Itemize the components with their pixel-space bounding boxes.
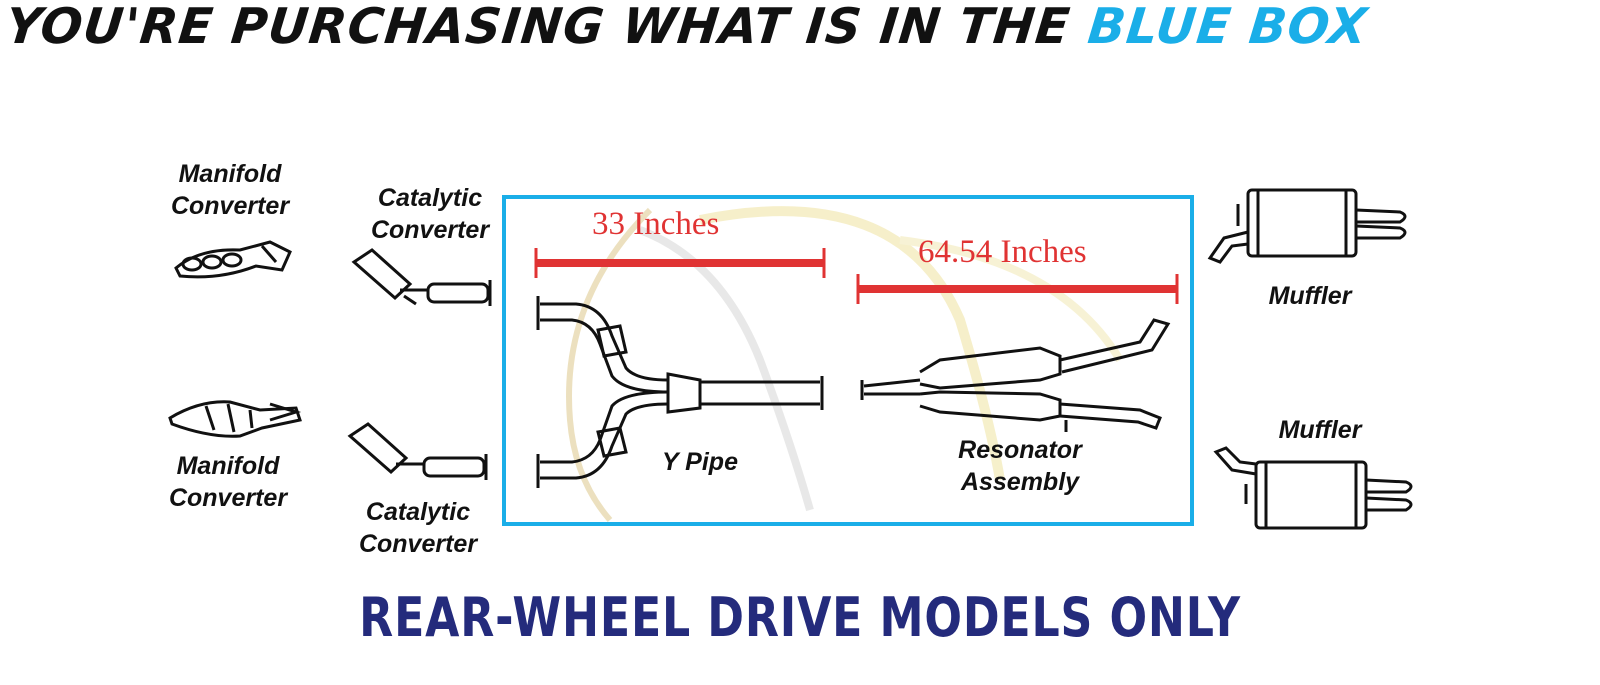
label-line: Manifold bbox=[176, 452, 280, 480]
resonator-assembly-icon bbox=[860, 318, 1171, 432]
label-line: Converter bbox=[168, 484, 288, 512]
manifold-converter-top-label: Manifold Converter bbox=[160, 158, 300, 222]
catalytic-converter-top-icon bbox=[351, 248, 492, 306]
catalytic-converter-bottom-label: Catalytic Converter bbox=[348, 496, 488, 560]
footer-notice: REAR-WHEEL DRIVE MODELS ONLY bbox=[359, 586, 1241, 649]
manifold-bottom-icon bbox=[168, 400, 302, 438]
y-pipe-label: Y Pipe bbox=[662, 448, 738, 476]
manifold-top-icon bbox=[174, 240, 292, 279]
resonator-assembly-label: Resonator Assembly bbox=[930, 434, 1110, 498]
label-line: Catalytic bbox=[377, 184, 483, 212]
blue-selection-box bbox=[502, 195, 1194, 526]
label-line: Converter bbox=[170, 192, 290, 220]
muffler-bottom-icon bbox=[1213, 446, 1413, 530]
y-pipe-dimension-line bbox=[534, 248, 826, 278]
y-pipe-measurement: 33 Inches bbox=[592, 206, 720, 242]
manifold-converter-bottom-label: Manifold Converter bbox=[158, 450, 298, 514]
label-line: Catalytic bbox=[365, 498, 471, 526]
y-pipe-icon bbox=[536, 296, 824, 488]
label-line: Manifold bbox=[178, 160, 282, 188]
muffler-top-icon bbox=[1207, 188, 1407, 264]
muffler-bottom-label: Muffler bbox=[1278, 416, 1362, 444]
label-line: Assembly bbox=[960, 468, 1080, 496]
label-line: Converter bbox=[358, 530, 478, 558]
catalytic-converter-top-label: Catalytic Converter bbox=[360, 182, 500, 246]
resonator-measurement: 64.54 Inches bbox=[918, 234, 1087, 270]
muffler-top-label: Muffler bbox=[1268, 282, 1352, 310]
label-line: Resonator bbox=[958, 436, 1082, 464]
resonator-dimension-line bbox=[856, 274, 1179, 304]
label-line: Converter bbox=[370, 216, 490, 244]
watermark bbox=[566, 206, 1124, 522]
catalytic-converter-bottom-icon bbox=[347, 422, 488, 480]
